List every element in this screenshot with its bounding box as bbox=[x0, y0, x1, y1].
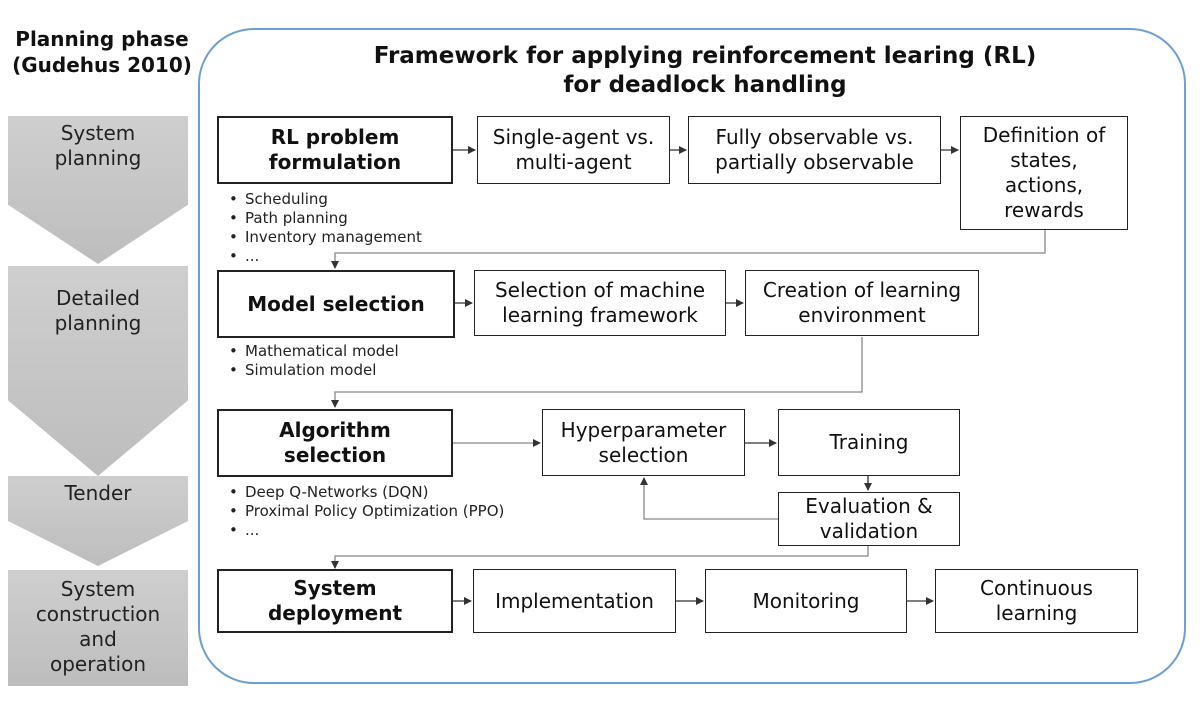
list-item: Mathematical model bbox=[225, 342, 399, 361]
box-line: formulation bbox=[268, 150, 402, 174]
planning-phase-source: (Gudehus 2010) bbox=[12, 53, 192, 77]
box-line: Single-agent vs. bbox=[492, 125, 655, 149]
definition-states-actions-rewards-box: Definition of states, actions, rewards bbox=[960, 116, 1128, 230]
list-item: Proximal Policy Optimization (PPO) bbox=[225, 502, 504, 521]
planning-phase-header: Planning phase (Gudehus 2010) bbox=[4, 26, 200, 78]
phase-system-construction: System construction and operation bbox=[8, 570, 188, 686]
planning-phase-title: Planning phase bbox=[15, 27, 189, 51]
framework-title-line: for deadlock handling bbox=[563, 72, 847, 98]
box-line: deployment bbox=[267, 601, 403, 625]
framework-title: Framework for applying reinforcement lea… bbox=[300, 42, 1110, 100]
model-selection-box: Model selection bbox=[217, 270, 455, 338]
evaluation-validation-box: Evaluation & validation bbox=[778, 492, 960, 546]
box-line: System bbox=[293, 576, 377, 600]
box-line: partially observable bbox=[715, 150, 914, 174]
connector-evaluation-to-hyperparameter bbox=[640, 477, 778, 520]
box-line: Definition of bbox=[982, 123, 1106, 147]
box-line: states, bbox=[1010, 148, 1078, 172]
box-line: RL problem bbox=[270, 125, 400, 149]
phase-label-line: construction bbox=[35, 602, 161, 626]
box-line: Hyperparameter bbox=[560, 417, 727, 442]
box-line: Creation of learning bbox=[762, 278, 962, 302]
learning-environment-box: Creation of learning environment bbox=[745, 270, 979, 336]
monitoring-box: Monitoring bbox=[705, 569, 907, 633]
hyperparameter-selection-box: Hyperparameter selection bbox=[542, 409, 745, 476]
box-line: Selection of machine bbox=[494, 278, 706, 302]
implementation-box: Implementation bbox=[473, 569, 676, 633]
phase-label-line: planning bbox=[54, 146, 142, 170]
box-line: environment bbox=[798, 303, 926, 327]
list-item: Inventory management bbox=[225, 228, 422, 247]
box-line: Fully observable vs. bbox=[715, 125, 914, 149]
box-line: validation bbox=[819, 519, 919, 543]
box-line: learning bbox=[995, 601, 1078, 625]
box-line: Algorithm bbox=[279, 418, 391, 442]
framework-frame bbox=[198, 28, 1186, 684]
single-vs-multi-agent-box: Single-agent vs. multi-agent bbox=[477, 116, 670, 184]
box-line: Monitoring bbox=[752, 588, 860, 613]
box-line: Evaluation & bbox=[805, 494, 933, 518]
observability-box: Fully observable vs. partially observabl… bbox=[688, 116, 941, 184]
phase-label-line: System bbox=[60, 577, 136, 601]
algorithm-list: Deep Q-Networks (DQN) Proximal Policy Op… bbox=[225, 483, 504, 540]
list-item: ... bbox=[225, 521, 504, 540]
phase-label-line: operation bbox=[49, 652, 147, 676]
rl-application-list: Scheduling Path planning Inventory manag… bbox=[225, 190, 422, 266]
connector-environment-to-algorithm bbox=[331, 337, 863, 408]
list-item: Scheduling bbox=[225, 190, 422, 209]
rl-problem-formulation-box: RL problem formulation bbox=[217, 116, 453, 184]
model-type-list: Mathematical model Simulation model bbox=[225, 342, 399, 380]
phase-label-line: System bbox=[60, 121, 136, 145]
algorithm-selection-box: Algorithm selection bbox=[217, 409, 453, 477]
box-line: Implementation bbox=[495, 588, 654, 613]
phase-label-line: Tender bbox=[64, 481, 132, 505]
box-line: Training bbox=[829, 430, 909, 454]
box-line: learning framework bbox=[502, 303, 698, 327]
phase-label-line: and bbox=[79, 627, 117, 651]
list-item: ... bbox=[225, 247, 422, 266]
training-box: Training bbox=[778, 409, 960, 476]
list-item: Deep Q-Networks (DQN) bbox=[225, 483, 504, 502]
framework-title-line: Framework for applying reinforcement lea… bbox=[373, 43, 1037, 69]
list-item: Path planning bbox=[225, 209, 422, 228]
box-line: multi-agent bbox=[515, 150, 632, 174]
box-line: actions, bbox=[1004, 173, 1084, 197]
box-line: selection bbox=[598, 442, 689, 467]
ml-framework-selection-box: Selection of machine learning framework bbox=[474, 270, 726, 336]
box-line: Continuous bbox=[980, 576, 1093, 600]
phase-label-line: planning bbox=[54, 311, 142, 335]
phase-label-line: Detailed bbox=[56, 286, 140, 310]
connector-evaluation-to-deployment bbox=[331, 546, 869, 569]
list-item: Simulation model bbox=[225, 361, 399, 380]
box-line: rewards bbox=[1004, 198, 1084, 222]
box-line: Model selection bbox=[247, 291, 425, 316]
continuous-learning-box: Continuous learning bbox=[935, 569, 1138, 633]
box-line: selection bbox=[283, 443, 387, 467]
connector-definition-to-model bbox=[331, 230, 1046, 269]
system-deployment-box: System deployment bbox=[217, 569, 453, 633]
